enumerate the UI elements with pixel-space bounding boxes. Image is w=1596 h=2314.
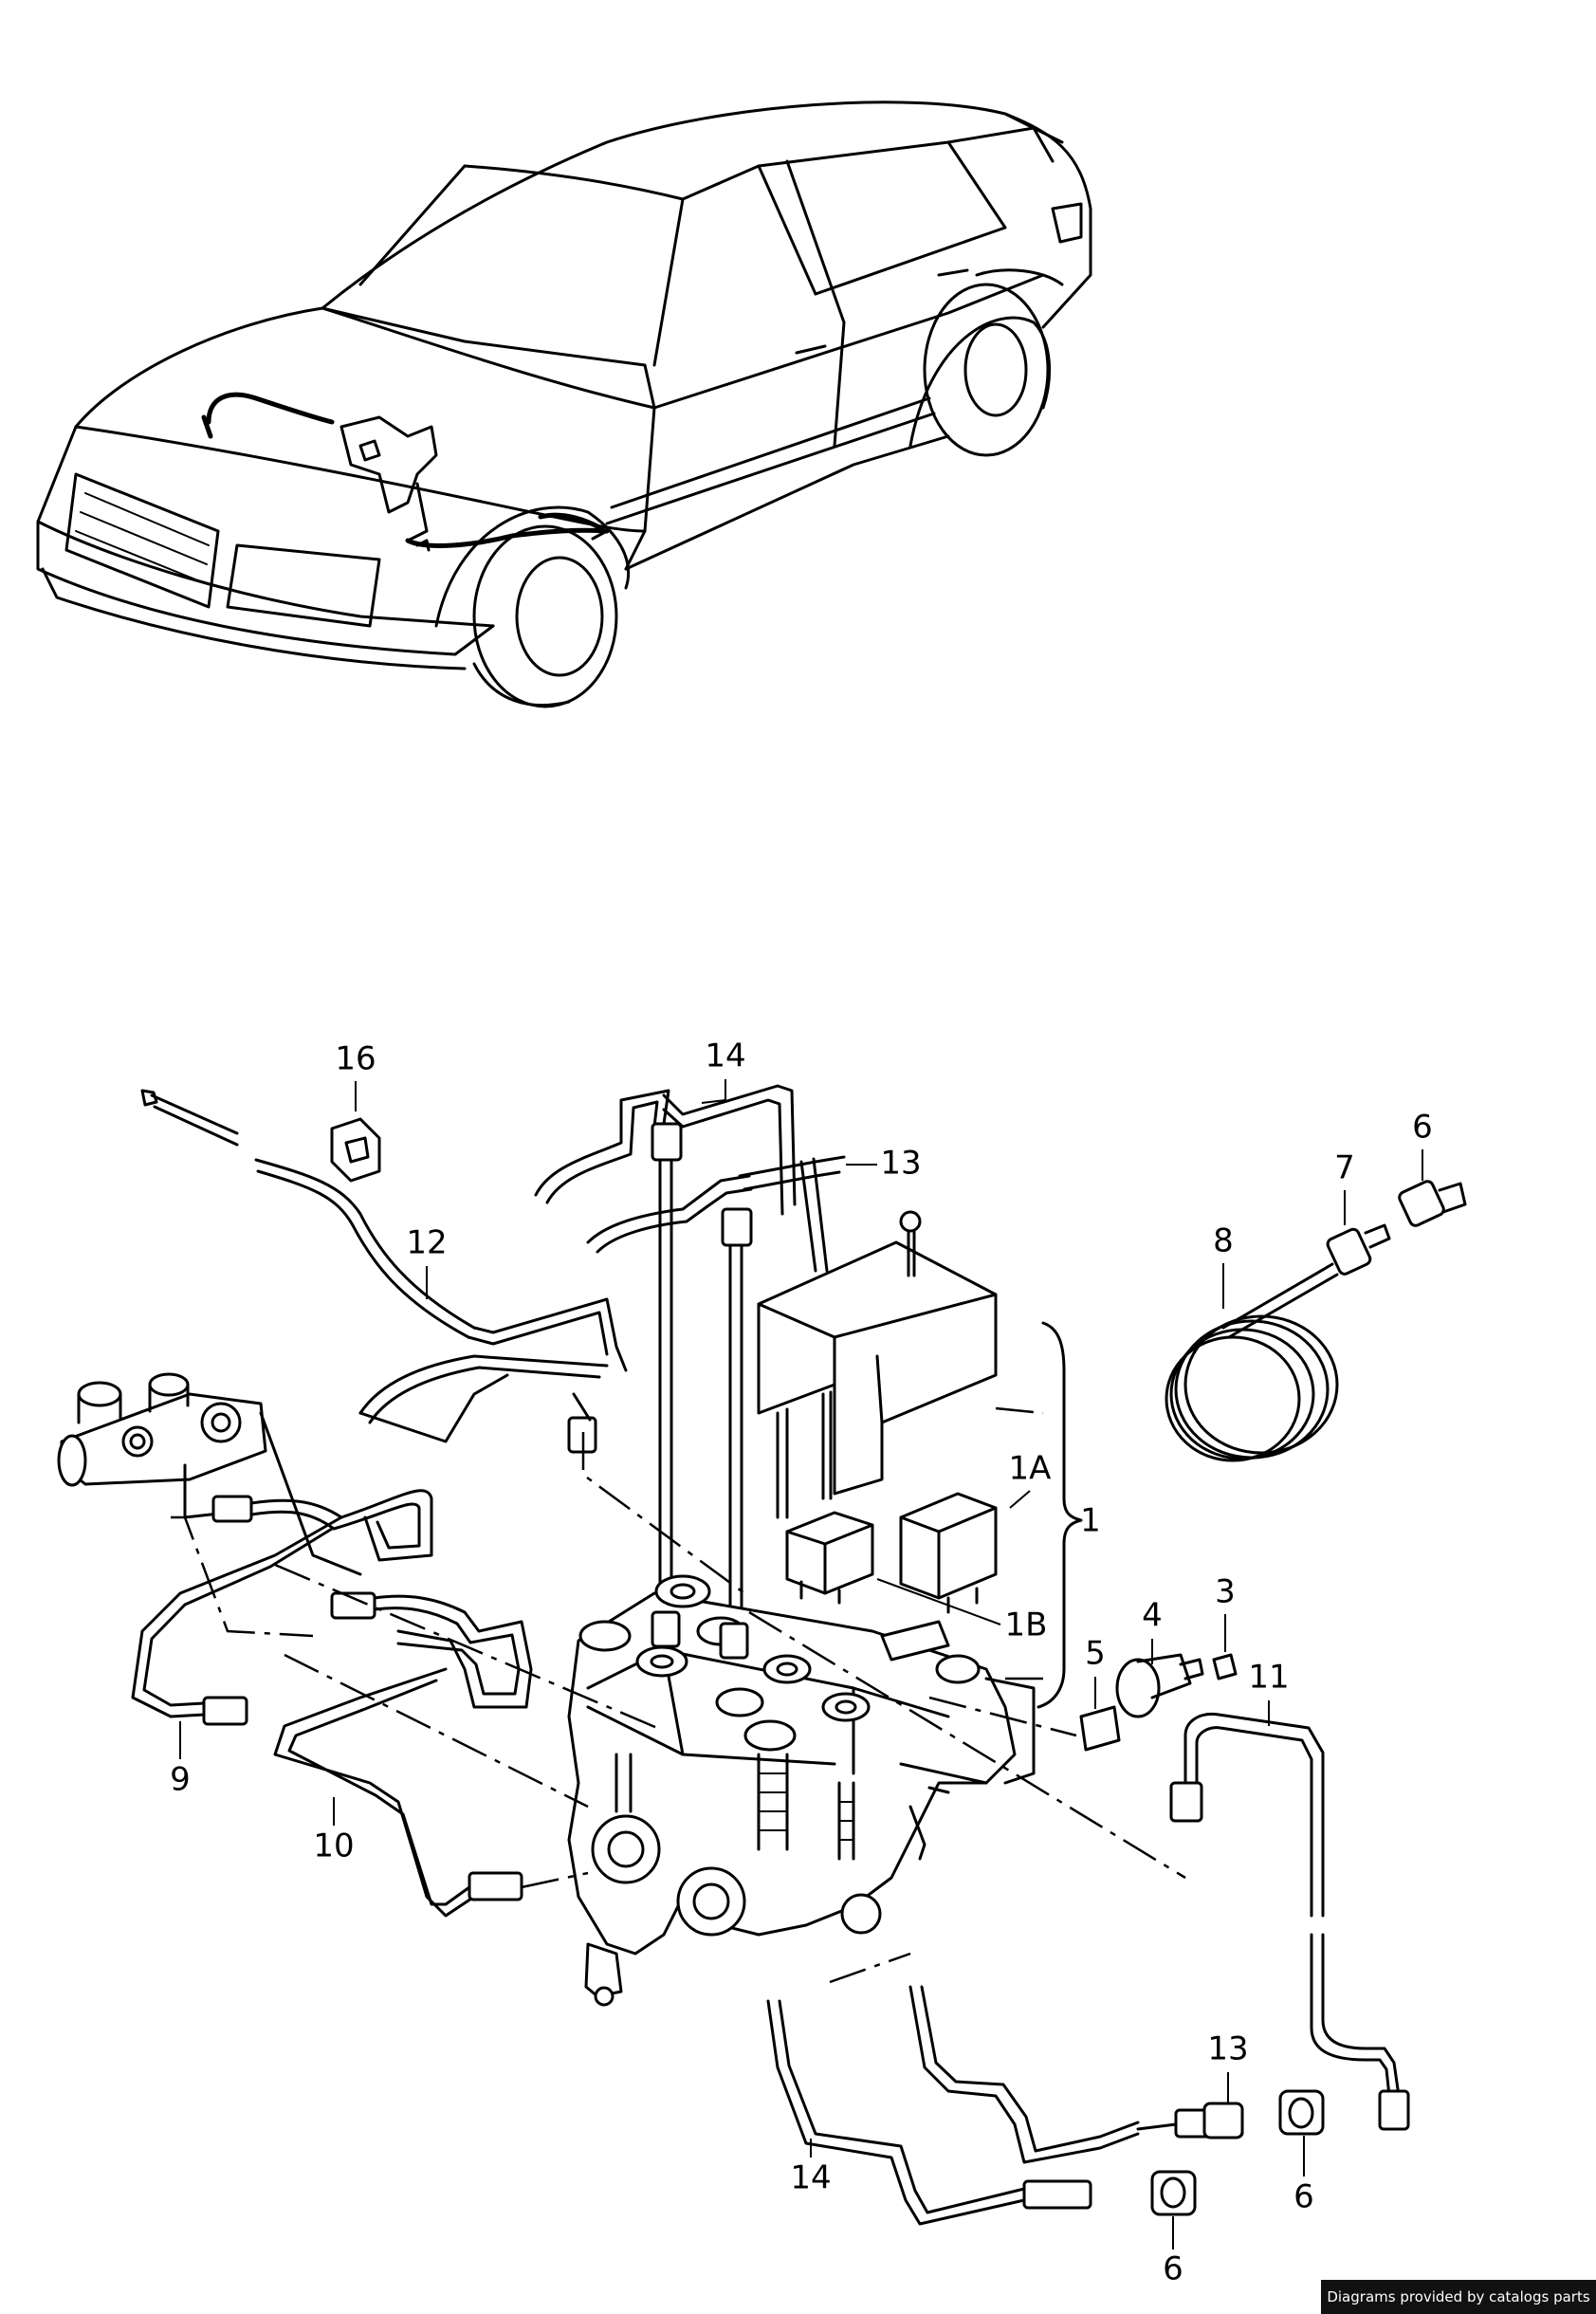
brake-line-10 (273, 1667, 523, 1918)
fitting-6-top (1398, 1180, 1467, 1227)
fitting-6-mid (1278, 2089, 1325, 2136)
callout-10: 10 (313, 1827, 354, 1865)
callout-7: 7 (1334, 1149, 1355, 1187)
callout-1: 1 (1080, 1502, 1101, 1540)
callout-1b: 1B (1005, 1607, 1048, 1644)
brake-line-14-top (534, 1084, 797, 1633)
footer-credit: Diagrams provided by catalogs parts (1321, 2280, 1596, 2314)
coil-line-8 (1165, 1262, 1339, 1462)
control-unit-housing (757, 1210, 998, 1519)
master-cylinder (57, 1372, 362, 1576)
callout-9: 9 (170, 1761, 191, 1799)
fitting-7 (1326, 1223, 1391, 1276)
callout-16: 16 (335, 1040, 376, 1078)
callout-13-top: 13 (880, 1145, 921, 1183)
pressure-switch-group (1079, 1653, 1238, 1752)
exploded-parts (57, 1084, 1467, 2226)
callout-1a: 1A (1009, 1450, 1052, 1488)
brake-line-13-top (586, 1155, 846, 1633)
callout-14-top: 14 (705, 1038, 745, 1075)
callout-14-bottom: 14 (790, 2159, 831, 2197)
fitting-6-bottom (1150, 2170, 1197, 2216)
brake-line-9 (131, 1489, 433, 1726)
clip-16 (330, 1117, 381, 1183)
callout-labels: 16 14 13 12 6 7 8 1A 1 1B 3 4 5 11 9 10 … (170, 1038, 1433, 2288)
relay-1a (899, 1492, 998, 1614)
callout-3: 3 (1215, 1573, 1236, 1611)
callout-13-bottom: 13 (1207, 2030, 1248, 2068)
fittings-on-unit (651, 1610, 749, 1660)
car-illustration (36, 101, 1092, 708)
callout-4: 4 (1142, 1597, 1163, 1635)
brake-line-11 (1169, 1712, 1410, 2131)
callout-6-bottom: 6 (1163, 2250, 1183, 2288)
callout-6-top: 6 (1412, 1109, 1433, 1147)
bracket-1 (1036, 1321, 1083, 1709)
callout-5: 5 (1085, 1635, 1106, 1673)
assembly-center-lines (171, 1406, 1186, 1984)
callout-11: 11 (1248, 1659, 1289, 1697)
callout-12: 12 (406, 1224, 447, 1262)
relay-1b (785, 1511, 874, 1605)
callout-6-mid: 6 (1293, 2178, 1314, 2216)
hydraulic-unit (567, 1574, 1036, 2007)
brake-line-mid (330, 1591, 533, 1709)
fitting-13-bottom (1202, 2102, 1244, 2140)
callout-8: 8 (1213, 1222, 1234, 1260)
